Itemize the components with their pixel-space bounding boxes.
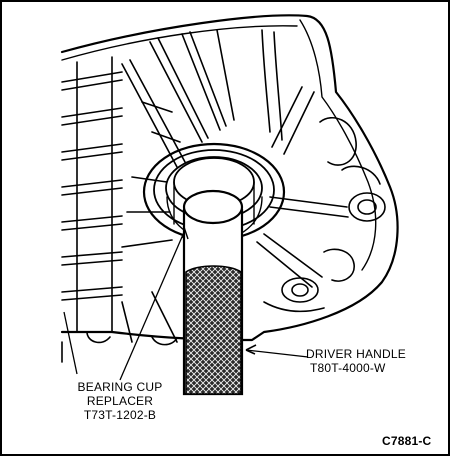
driver-handle-part-number: T80T-4000-W [310, 361, 386, 375]
driver-handle-name: DRIVER HANDLE [306, 347, 406, 361]
bearing-cup-label-line2: REPLACER [86, 394, 154, 408]
bearing-cup-label-line1: BEARING CUP [77, 380, 163, 394]
transmission-housing [60, 14, 399, 363]
leader-lines [63, 227, 309, 381]
driver-handle-shaft [182, 189, 244, 396]
driver-handle-callout: DRIVER HANDLE T80T-4000-W [306, 347, 406, 375]
bearing-cup-replacer-callout: BEARING CUP REPLACER T73T-1202-B [64, 380, 176, 422]
figure-id: C7881-C [382, 434, 432, 448]
bearing-cup-part-number: T73T-1202-B [83, 408, 157, 422]
